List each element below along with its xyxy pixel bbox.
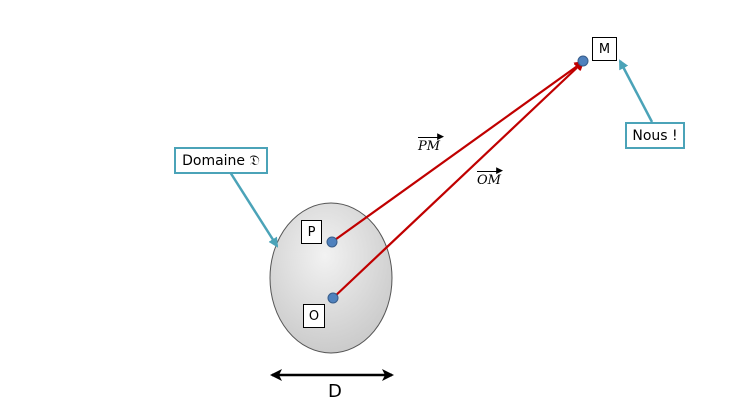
dimension-label: D [328, 381, 342, 402]
domain-callout-pointer [228, 171, 279, 248]
point-m-dot [577, 55, 589, 67]
domain-region [269, 202, 393, 354]
vector-om-arrow [332, 60, 585, 299]
observer-callout: Nous ! [625, 122, 685, 149]
point-p-dot [326, 236, 338, 248]
observer-callout-pointer [618, 59, 654, 123]
point-o-label: O [303, 304, 325, 328]
point-o-dot [327, 292, 339, 304]
point-m-label: M [592, 37, 617, 61]
domain-callout: Domaine 𝔇 [174, 147, 268, 174]
vector-pm-arrow [331, 60, 585, 243]
vector-om-label: ▶ OM [477, 166, 503, 188]
vector-pm-label: ▶ PM [418, 132, 444, 154]
point-p-label: P [301, 220, 322, 244]
